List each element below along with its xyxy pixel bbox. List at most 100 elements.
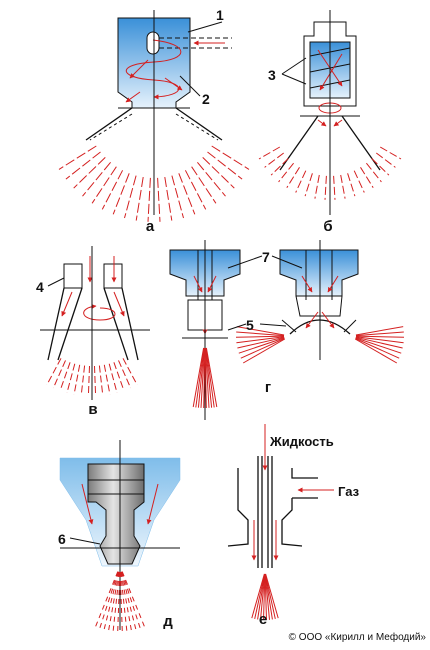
spray-ray — [121, 571, 146, 628]
spray-ray — [207, 151, 243, 180]
spray-ray — [122, 358, 138, 386]
label-3: 3 — [268, 67, 276, 83]
spray-ray — [66, 363, 76, 393]
spray-ray — [360, 167, 374, 188]
spray-ray — [286, 167, 300, 188]
spray-ray — [236, 326, 285, 336]
caption-v: в — [88, 401, 97, 418]
spray-ray — [240, 338, 285, 359]
spray-ray — [184, 170, 207, 210]
label-gas: Газ — [338, 484, 360, 499]
spray-ray — [333, 175, 336, 200]
spray-ray — [205, 347, 210, 408]
spray-ray — [304, 173, 313, 197]
spray-ray — [258, 146, 281, 160]
spray-ray — [108, 363, 118, 393]
spray-ray — [265, 573, 279, 619]
spray-ray — [203, 347, 206, 409]
spray-ray — [103, 571, 119, 631]
spray-ray — [263, 573, 266, 621]
spray-ray — [314, 174, 320, 199]
spray-ray — [119, 571, 123, 633]
spray-ray — [353, 170, 365, 193]
spray-ray — [197, 347, 205, 408]
spray-ray — [178, 173, 196, 215]
spray-v — [46, 358, 138, 396]
spray-ray — [124, 175, 137, 219]
nozzle-g-right-body — [279, 249, 359, 297]
nozzle-d: 6 д — [58, 440, 181, 633]
label-7: 7 — [262, 249, 270, 265]
spray-ray — [99, 571, 119, 629]
label-liquid: Жидкость — [269, 434, 334, 449]
spray-ray — [355, 326, 404, 336]
spray-ray — [264, 573, 273, 620]
spray-ray — [295, 170, 307, 193]
spray-ray — [251, 573, 265, 619]
spray-ray — [112, 571, 120, 632]
spray-ray — [257, 573, 266, 620]
swirl-arrow-v — [83, 304, 116, 321]
spray-ray — [375, 152, 396, 168]
spray-ray — [52, 360, 66, 389]
label-2: 2 — [202, 91, 210, 107]
spray-ray — [58, 145, 97, 170]
spray-ray — [379, 146, 402, 160]
spray-ray — [171, 175, 184, 219]
spray-ray — [205, 347, 213, 408]
spray-g-left — [192, 347, 218, 409]
spray-ray — [135, 177, 144, 221]
spray-ray — [202, 157, 235, 189]
spray-ray — [197, 161, 226, 197]
spray-ray — [354, 338, 398, 364]
spray-ray — [264, 573, 270, 620]
label-5: 5 — [246, 317, 254, 333]
spray-ray — [80, 365, 86, 396]
spray-ray — [355, 335, 405, 338]
label-1: 1 — [216, 7, 224, 23]
spray-ray — [101, 170, 124, 210]
spray-ray — [270, 158, 289, 176]
caption-d: д — [163, 613, 173, 630]
spray-ray — [204, 347, 207, 409]
spray-ray — [236, 336, 285, 344]
spray-ray — [120, 571, 132, 632]
spray-ray — [192, 347, 205, 408]
spray-ray — [65, 151, 101, 180]
spray-d — [94, 571, 146, 633]
spray-ray — [242, 338, 286, 364]
spray-ray — [117, 571, 121, 633]
spray-ray — [46, 358, 62, 386]
spray-ray — [278, 162, 294, 183]
spray-b — [258, 146, 402, 200]
spray-ray — [121, 571, 141, 629]
spray-ray — [87, 365, 90, 396]
spray-ray — [264, 573, 267, 621]
spray-ray — [94, 365, 97, 396]
spray-ray — [73, 364, 81, 395]
spray-ray — [347, 173, 356, 197]
spray-ray — [324, 175, 327, 200]
spray-ray — [195, 347, 205, 408]
spray-ray — [82, 161, 111, 197]
spray-ray — [112, 173, 130, 215]
spray-ray — [91, 166, 117, 204]
nozzle-b: 3 б — [258, 10, 402, 235]
nozzle-v: 4 в — [36, 246, 150, 418]
spray-ray — [340, 174, 346, 199]
spray-ray — [355, 336, 404, 344]
spray-ray — [264, 152, 285, 168]
spray-ray — [238, 337, 285, 354]
nozzle-g: 7 5 г — [169, 240, 405, 420]
spray-ray — [98, 365, 104, 396]
copyright: © ООО «Кирилл и Мефодий» — [289, 631, 427, 643]
spray-ray — [205, 347, 215, 408]
spray-ray — [113, 362, 125, 391]
spray-ray — [191, 166, 217, 204]
spray-ray — [211, 145, 250, 170]
spray-ray — [118, 360, 132, 389]
spray-ray — [355, 336, 403, 349]
nozzle-a-inlet-slot — [146, 31, 160, 55]
spray-ray — [121, 571, 137, 631]
